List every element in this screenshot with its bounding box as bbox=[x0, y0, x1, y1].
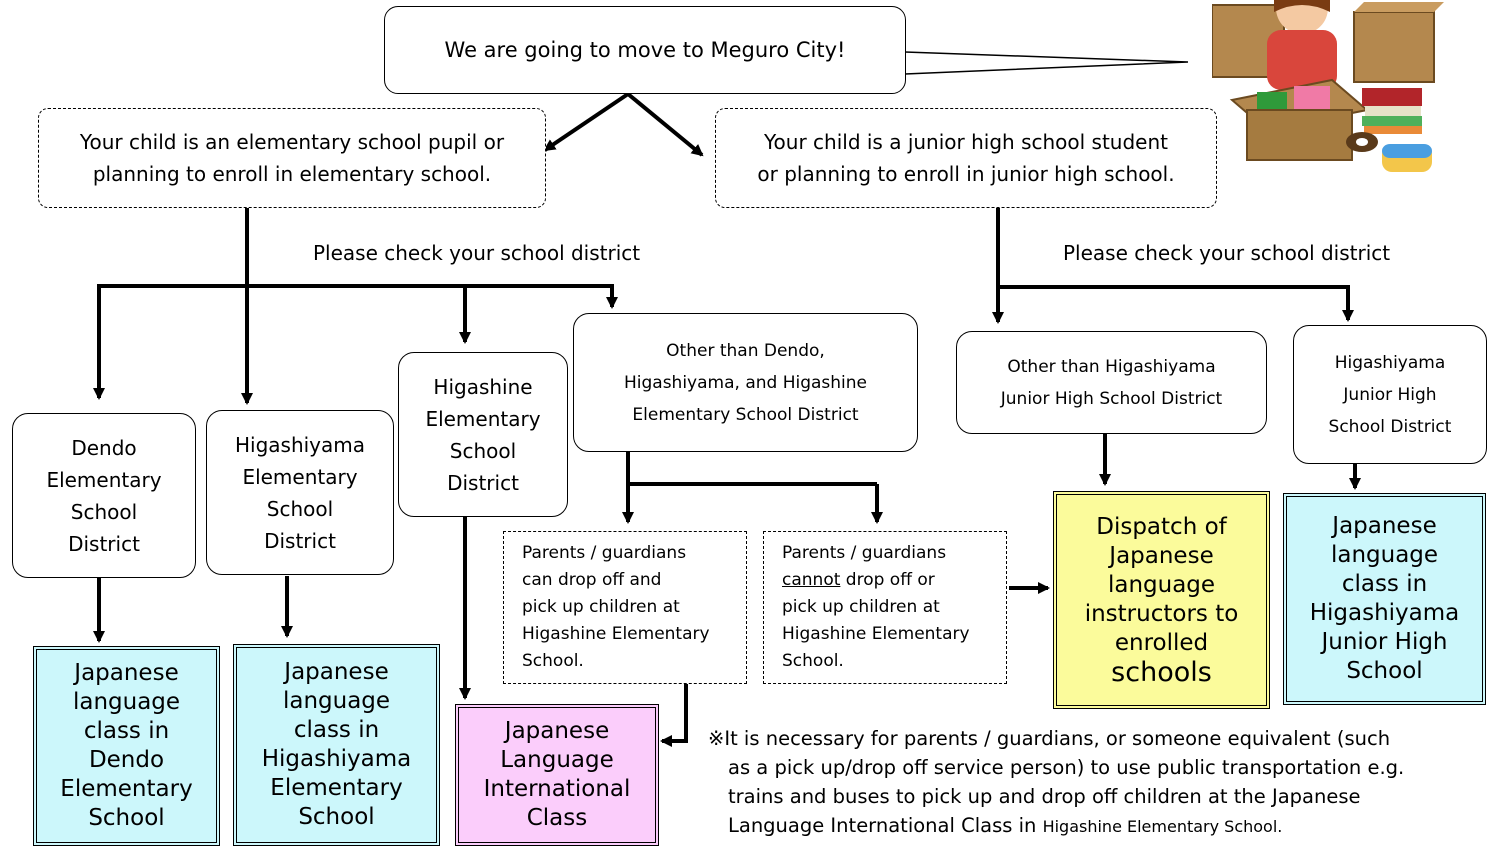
dispatch-line: Dispatch of bbox=[1096, 514, 1227, 540]
check-district-right: Please check your school district bbox=[1063, 241, 1391, 265]
dispatch-line: Japanese bbox=[1109, 543, 1214, 569]
international-class-line: Language bbox=[500, 747, 614, 773]
speech-bubble: We are going to move to Meguro City! bbox=[384, 6, 906, 94]
international-class-line: Class bbox=[526, 805, 588, 831]
moving-boxes-illustration bbox=[1212, 0, 1444, 172]
higashiyama-jh-class-line: School bbox=[1346, 658, 1423, 684]
cannot-drop-line: School. bbox=[782, 651, 844, 671]
dendo-class-box: Japanese language class in Dendo Element… bbox=[33, 646, 220, 846]
dendo-class-line: language bbox=[72, 689, 181, 715]
higashine-district-line: Elementary bbox=[425, 406, 541, 431]
higashiyama-jh-district-line: Junior High bbox=[1343, 384, 1437, 405]
split-line bbox=[626, 452, 877, 486]
higashiyama-el-district-line: District bbox=[264, 528, 336, 553]
dendo-district-line: Elementary bbox=[46, 467, 162, 492]
higashiyama-el-class-line: Japanese bbox=[284, 659, 389, 685]
can-drop-line: School. bbox=[522, 651, 584, 671]
higashine-district-line: School bbox=[449, 438, 517, 463]
higashiyama-jh-class-line: class in bbox=[1341, 571, 1428, 597]
elementary-question: Your child is an elementary school pupil… bbox=[38, 108, 546, 208]
cannot-drop-line: Higashine Elementary bbox=[782, 624, 970, 644]
international-class-line: International bbox=[483, 776, 631, 802]
dendo-class-line: Japanese bbox=[74, 660, 179, 686]
dispatch-line: language bbox=[1107, 572, 1216, 598]
dendo-district-line: Dendo bbox=[71, 435, 137, 460]
higashiyama-jh-district-box: Higashiyama Junior High School District bbox=[1293, 325, 1487, 464]
speech-text: We are going to move to Meguro City! bbox=[444, 38, 846, 62]
cannot-drop-line: cannot drop off or bbox=[782, 567, 935, 594]
arrow-speech-junior bbox=[626, 92, 704, 157]
higashiyama-el-class-line: Elementary bbox=[270, 775, 403, 801]
dispatch-line: instructors to bbox=[1084, 601, 1239, 627]
higashiyama-el-district-box: Higashiyama Elementary School District bbox=[206, 410, 394, 575]
higashiyama-el-district-line: Higashiyama bbox=[234, 432, 366, 457]
elementary-question-line2: planning to enroll in elementary school. bbox=[92, 162, 492, 186]
dendo-class-line: School bbox=[88, 805, 165, 831]
footnote: ※It is necessary for parents / guardians… bbox=[708, 724, 1488, 841]
higashiyama-el-district-line: School bbox=[266, 496, 334, 521]
junior-question-line2: or planning to enroll in junior high sch… bbox=[757, 162, 1175, 186]
can-drop-line: Higashine Elementary bbox=[522, 624, 710, 644]
other-el-district-line: Higashiyama, and Higashine bbox=[623, 372, 868, 393]
other-jh-district-line: Junior High School District bbox=[1000, 388, 1223, 409]
international-class-line: Japanese bbox=[504, 718, 610, 744]
footnote-line: as a pick up/drop off service person) to… bbox=[728, 756, 1405, 779]
cannot-drop-box: Parents / guardians cannot drop off or p… bbox=[763, 531, 1007, 684]
check-district-left: Please check your school district bbox=[313, 241, 641, 265]
elementary-question-line1: Your child is an elementary school pupil… bbox=[79, 130, 505, 154]
higashine-district-line: District bbox=[447, 470, 519, 495]
can-drop-line: Parents / guardians bbox=[522, 543, 687, 563]
dispatch-box: Dispatch of Japanese language instructor… bbox=[1053, 491, 1270, 709]
cannot-drop-line: pick up children at bbox=[782, 597, 940, 617]
speech-tail bbox=[904, 51, 1189, 75]
other-jh-district-box: Other than Higashiyama Junior High Schoo… bbox=[956, 331, 1267, 434]
cannot-underlined: cannot bbox=[782, 570, 841, 590]
higashiyama-jh-class-box: Japanese language class in Higashiyama J… bbox=[1283, 493, 1486, 705]
arrow-can-to-international bbox=[660, 684, 688, 747]
higashiyama-el-class-line: School bbox=[298, 804, 375, 830]
footnote-line: Language International Class in Higashin… bbox=[708, 811, 1488, 841]
can-drop-line: pick up children at bbox=[522, 597, 680, 617]
other-el-district-line: Other than Dendo, bbox=[666, 340, 825, 361]
dispatch-line: enrolled bbox=[1114, 630, 1209, 656]
dendo-class-line: Elementary bbox=[60, 776, 193, 802]
footnote-line4-main: Language International Class in bbox=[728, 814, 1043, 837]
cannot-drop-line: Parents / guardians bbox=[782, 543, 947, 563]
higashiyama-jh-district-line: Higashiyama bbox=[1334, 352, 1446, 373]
footnote-line: ※It is necessary for parents / guardians… bbox=[708, 727, 1391, 750]
dendo-district-box: Dendo Elementary School District bbox=[12, 413, 196, 578]
footnote-line4-small: Higashine Elementary School. bbox=[1042, 817, 1283, 836]
higashiyama-jh-class-line: Higashiyama bbox=[1309, 600, 1460, 626]
arrow-speech-elementary bbox=[543, 92, 630, 152]
cannot-drop-rest: drop off or bbox=[840, 570, 935, 590]
dendo-class-line: Dendo bbox=[88, 747, 165, 773]
junior-question-line1: Your child is a junior high school stude… bbox=[763, 130, 1168, 154]
higashiyama-el-class-line: language bbox=[282, 688, 391, 714]
higashiyama-el-class-line: class in bbox=[293, 717, 380, 743]
footnote-line: trains and buses to pick up and drop off… bbox=[728, 785, 1361, 808]
dendo-class-line: class in bbox=[83, 718, 170, 744]
higashiyama-el-district-line: Elementary bbox=[242, 464, 358, 489]
junior-question: Your child is a junior high school stude… bbox=[715, 108, 1217, 208]
can-drop-box: Parents / guardians can drop off and pic… bbox=[503, 531, 747, 684]
higashiyama-el-class-box: Japanese language class in Higashiyama E… bbox=[233, 644, 440, 846]
higashiyama-jh-class-line: Japanese bbox=[1332, 513, 1437, 539]
junior-branch bbox=[998, 285, 1350, 318]
dispatch-line: schools bbox=[1111, 657, 1212, 688]
higashiyama-jh-class-line: Junior High bbox=[1321, 629, 1448, 655]
higashine-district-box: Higashine Elementary School District bbox=[398, 352, 568, 517]
higashiyama-jh-class-line: language bbox=[1330, 542, 1439, 568]
dendo-district-line: District bbox=[68, 531, 140, 556]
other-el-district-line: Elementary School District bbox=[632, 404, 859, 425]
other-el-district-box: Other than Dendo, Higashiyama, and Higas… bbox=[573, 313, 918, 452]
can-drop-line: can drop off and bbox=[522, 570, 662, 590]
other-jh-district-line: Other than Higashiyama bbox=[1007, 356, 1216, 377]
higashine-district-line: Higashine bbox=[433, 374, 533, 399]
higashiyama-el-class-line: Higashiyama bbox=[261, 746, 412, 772]
international-class-box: Japanese Language International Class bbox=[455, 704, 659, 846]
higashiyama-jh-district-line: School District bbox=[1328, 416, 1452, 437]
dendo-district-line: School bbox=[70, 499, 138, 524]
